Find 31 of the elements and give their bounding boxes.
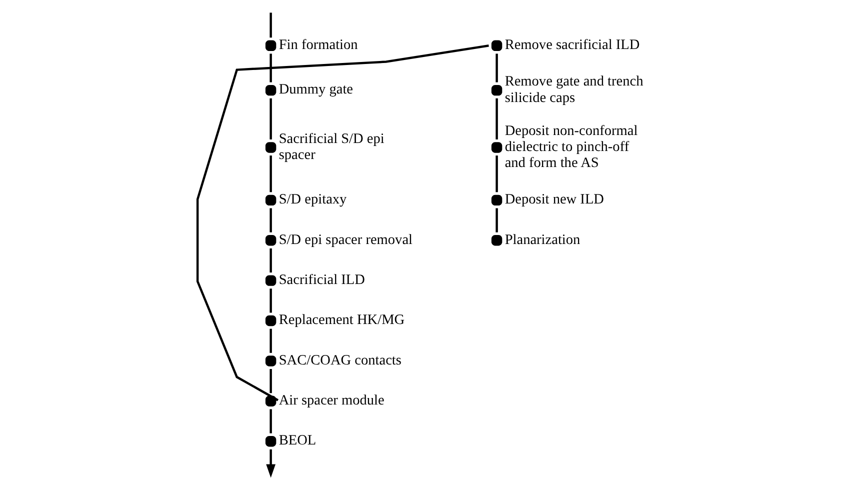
node-label: Dummy gate: [278, 82, 354, 98]
connector: [270, 288, 272, 313]
connector: [496, 208, 498, 232]
node-label: S/D epi spacer removal: [278, 232, 413, 248]
connector: [496, 98, 498, 140]
connector: [270, 12, 272, 38]
connector: [270, 369, 272, 394]
connector: [270, 248, 272, 273]
node-label: S/D epitaxy: [278, 192, 347, 208]
connector: [496, 54, 498, 82]
node-label: Sacrificial S/D epi spacer: [278, 130, 384, 163]
node-label: Replacement HK/MG: [278, 312, 405, 328]
arrow: [266, 449, 276, 478]
node-label: Deposit new ILD: [504, 192, 604, 208]
node-label: Deposit non-conformal dielectric to pinch-off and form the AS: [504, 122, 638, 171]
connector: [270, 208, 272, 232]
connector: [270, 156, 272, 192]
node-label: Remove sacrificial ILD: [504, 37, 640, 54]
node-label: Planarization: [504, 232, 580, 248]
connector: [270, 98, 272, 140]
connector: [270, 328, 272, 353]
node-label: BEOL: [278, 432, 316, 449]
connector: [270, 409, 272, 434]
connector: [496, 156, 498, 192]
connector: [270, 54, 272, 82]
node-label: Sacrificial ILD: [278, 272, 365, 288]
node-label: SAC/COAG contacts: [278, 352, 402, 368]
node-label: Air spacer module: [278, 392, 384, 409]
node-label: Remove gate and trench silicide caps: [504, 74, 644, 106]
connector: [196, 44, 489, 402]
node-label: Fin formation: [278, 37, 358, 54]
